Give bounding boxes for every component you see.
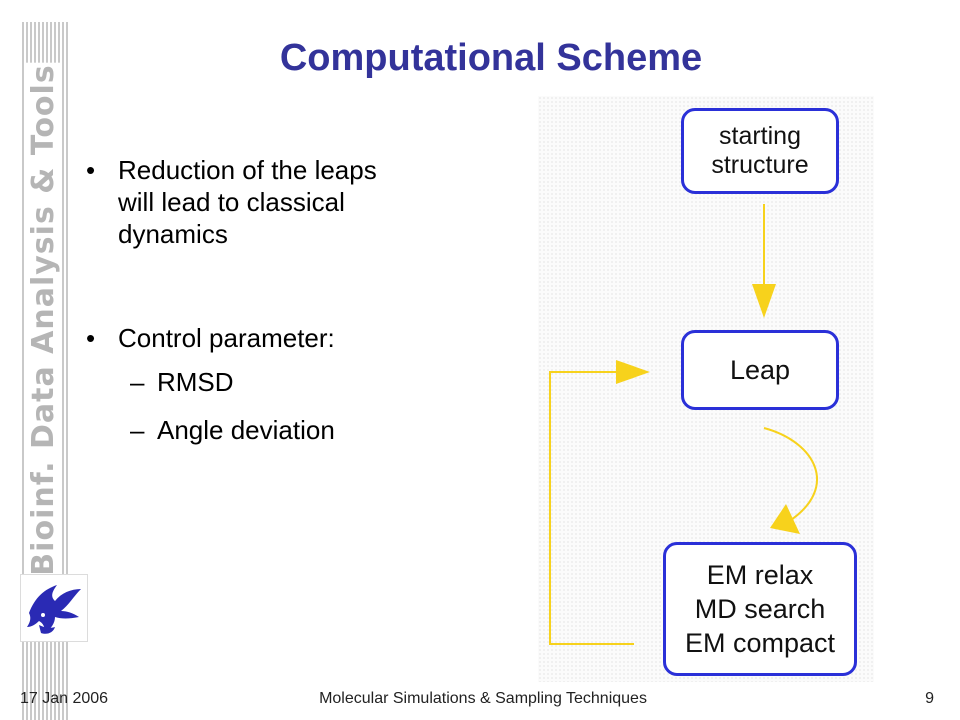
arrow-head-curve-icon [770,504,800,534]
griffin-logo-icon [27,585,81,634]
slide-title: Computational Scheme [279,37,703,79]
arrow-head-down-icon [752,284,776,318]
arrow-head-right-icon [616,360,650,384]
node-start-line-1: starting [719,122,801,150]
node-relax-line-3: EM compact [684,628,836,658]
arrow-loop-back [549,371,634,645]
bullet-1-line-2: will lead to classical [118,187,345,217]
node-starting-structure: starting structure [681,108,839,194]
footer-page-number: 9 [925,690,934,707]
sub-bullet-dash: – [130,367,145,397]
footer-date: 17 Jan 2006 [20,690,109,707]
sub-bullet-rmsd: RMSD [157,367,234,397]
node-relax-line-2: MD search [694,594,826,624]
university-logo [20,574,88,642]
footer-center-text: Molecular Simulations & Sampling Techniq… [319,690,647,707]
node-em-relax: EM relax MD search EM compact [663,542,857,676]
node-relax-line-1: EM relax [706,560,814,590]
node-leap: Leap [681,330,839,410]
node-leap-label: Leap [729,355,791,385]
bullet-1-line-1: Reduction of the leaps [118,155,377,185]
bullet-2-text: Control parameter: [118,323,335,353]
node-start-line-2: structure [711,151,809,179]
bullet-icon: • [86,155,96,185]
bullet-icon: • [86,323,96,353]
bullet-1-line-3: dynamics [118,219,228,249]
arrow-leap-to-relax [763,427,818,523]
sub-bullet-dash: – [130,415,145,445]
sub-bullet-angle: Angle deviation [157,415,335,445]
